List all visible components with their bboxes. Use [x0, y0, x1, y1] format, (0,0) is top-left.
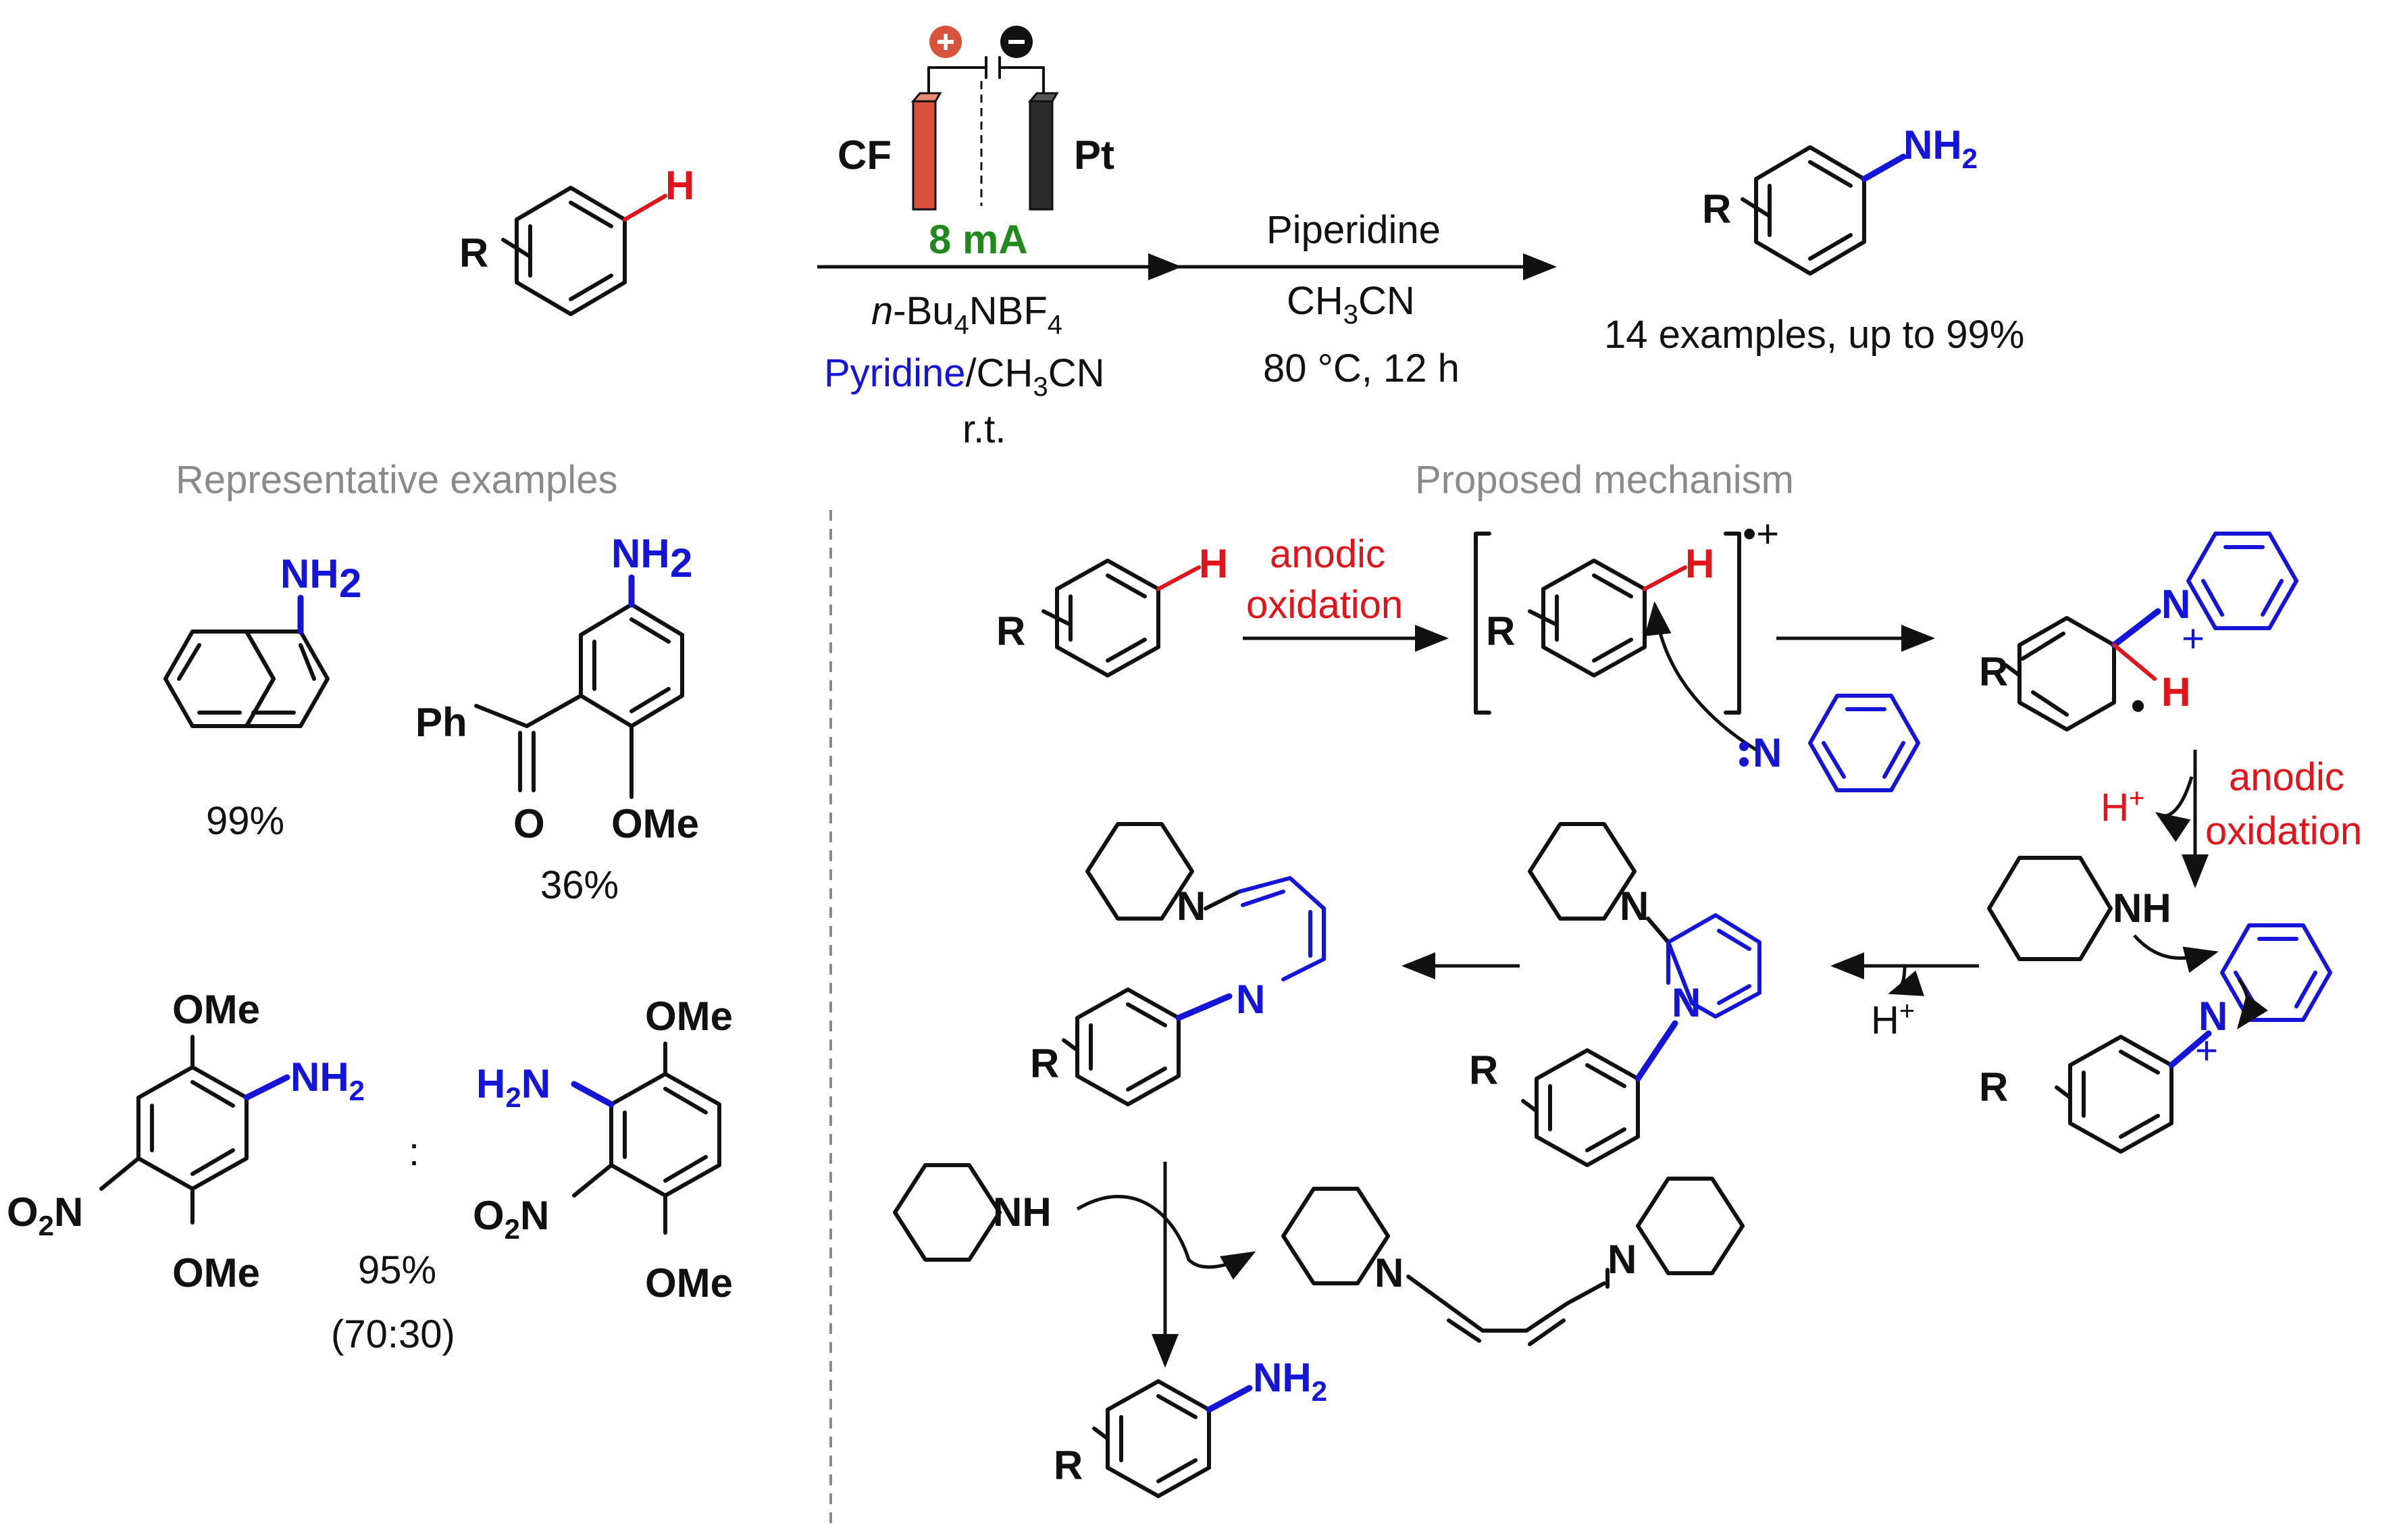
current-label: 8 mA [929, 217, 1028, 262]
ex3-ome-top: OMe [172, 987, 260, 1032]
plus-circle-icon [929, 26, 962, 58]
example-nitro-aniline-a: OMe NH2 O2N OMe [7, 987, 365, 1295]
mech-step2-label-1: anodic [2229, 755, 2344, 799]
mech-sigma-radical: • [2131, 683, 2145, 728]
mech-pyridine: N [1739, 694, 1920, 792]
mech-open-n2: N [1236, 977, 1265, 1022]
mech-sigma-r: R [1979, 649, 2008, 694]
example-benzophenone: NH 2 Ph O OMe 36% [415, 531, 699, 907]
mech-open-r: R [1030, 1041, 1059, 1086]
ex3-ratio: (70:30) [331, 1312, 455, 1356]
product-aniline: R NH2 [1702, 122, 1978, 276]
ratio-colon: : [409, 1130, 419, 1174]
ex3-nh2: NH2 [290, 1054, 365, 1106]
ex2-nh2: NH [611, 531, 670, 576]
electrolysis-cell: CF Pt 8 mA [838, 26, 1114, 262]
ex4-ome-top: OMe [645, 994, 733, 1039]
solvent2-label: CH3CN [1287, 279, 1415, 330]
example-nitro-aniline-b: OMe H2N O2N OMe [473, 994, 733, 1306]
examples-heading: Representative examples [176, 458, 617, 502]
mech-adduct-n1: N [1620, 883, 1649, 929]
mech-step2-label-2: oxidation [2205, 809, 2362, 853]
reactant-arene: R H [459, 163, 694, 316]
ex1-nh2: NH [280, 551, 339, 596]
product-r-label: R [1702, 186, 1731, 232]
mech-piperidine-2: NH [893, 1163, 1052, 1262]
mech-pyridinium-r: R [1979, 1064, 2008, 1110]
ex1-yield: 99% [206, 799, 284, 843]
ex2-o: O [513, 801, 545, 846]
temp2-label: 80 °C, 12 h [1263, 346, 1460, 390]
cathode-label: Pt [1074, 132, 1114, 178]
mech-rc-h: H [1685, 541, 1714, 586]
mech-adduct-n2: N [1672, 980, 1701, 1025]
mech-piperidine-nh: NH [2113, 886, 2171, 931]
minus-circle-icon [1000, 26, 1033, 58]
mech-dye-n2: N [1607, 1237, 1637, 1282]
reagent2-label: Piperidine [1266, 208, 1441, 252]
scope-summary: 14 examples, up to 99% [1604, 313, 2024, 357]
electrolyte-label: n-Bu4NBF4 [871, 289, 1062, 340]
mech-arene: R H [996, 541, 1228, 677]
ex1-nh2-sub: 2 [339, 561, 361, 606]
mech-arene-h: H [1199, 541, 1228, 586]
cathode-electrode [1029, 100, 1054, 211]
solvent1-label: Pyridine/CH3CN [824, 351, 1104, 402]
mech-adduct-r: R [1469, 1048, 1498, 1093]
mech-rc-charge: •+ [1743, 512, 1779, 556]
mech-ring-opened: N N R [1030, 822, 1326, 1106]
mech-dye-byproduct: N N [1281, 1177, 1745, 1346]
ex2-nh2-sub: 2 [670, 540, 692, 586]
mech-step1-label-2: oxidation [1246, 583, 1403, 627]
mech-pyridine-n: N [1753, 730, 1782, 775]
mech-hplus-1: H+ [2101, 784, 2144, 829]
mech-sigma-complex: R N + H • [1979, 532, 2298, 732]
temp1-label: r.t. [962, 407, 1006, 451]
anode-electrode [912, 100, 937, 211]
mech-step1-label-1: anodic [1270, 532, 1385, 576]
mech-sigma-plus: + [2182, 617, 2205, 661]
ex2-ome: OMe [611, 801, 699, 846]
mech-arene-r: R [996, 609, 1025, 654]
ex4-ome-bottom: OMe [645, 1260, 733, 1306]
mech-pyridinium-plus: + [2195, 1029, 2218, 1073]
ex4-no2: O2N [473, 1193, 549, 1245]
mech-open-n1: N [1177, 883, 1206, 929]
mech-sigma-h: H [2161, 669, 2190, 715]
mech-hplus-2: H+ [1871, 996, 1915, 1042]
ex2-yield: 36% [540, 863, 619, 907]
mech-final-aniline: R NH2 [1054, 1355, 1327, 1498]
ex3-no2: O2N [7, 1189, 83, 1241]
mech-final-nh2: NH2 [1253, 1355, 1327, 1407]
mech-adduct: N N R [1469, 822, 1761, 1167]
ex4-h2n: H2N [476, 1061, 550, 1113]
mech-rc-r: R [1486, 609, 1515, 654]
reactant-h-label: H [665, 163, 694, 208]
ex3-yield: 95% [358, 1248, 436, 1292]
mech-radical-cation: R H •+ [1474, 512, 1779, 752]
mech-dye-n1: N [1374, 1250, 1404, 1295]
product-nh2-label: NH2 [1903, 122, 1978, 174]
mech-final-r: R [1054, 1443, 1083, 1488]
example-naphthylamine: NH 2 99% [163, 551, 361, 843]
mech-piperidine2-nh: NH [993, 1189, 1052, 1235]
ex2-ph: Ph [415, 700, 467, 745]
mech-pyridinium-n: N [2198, 994, 2228, 1039]
mech-sigma-n: N [2161, 582, 2190, 627]
ex3-ome-bottom: OMe [172, 1250, 260, 1295]
mech-piperidine: NH [1987, 856, 2219, 973]
mechanism-heading: Proposed mechanism [1415, 458, 1794, 502]
mech-pyridinium: R N + [1979, 923, 2332, 1154]
reactant-r-label: R [459, 230, 488, 276]
anode-label: CF [838, 132, 892, 178]
